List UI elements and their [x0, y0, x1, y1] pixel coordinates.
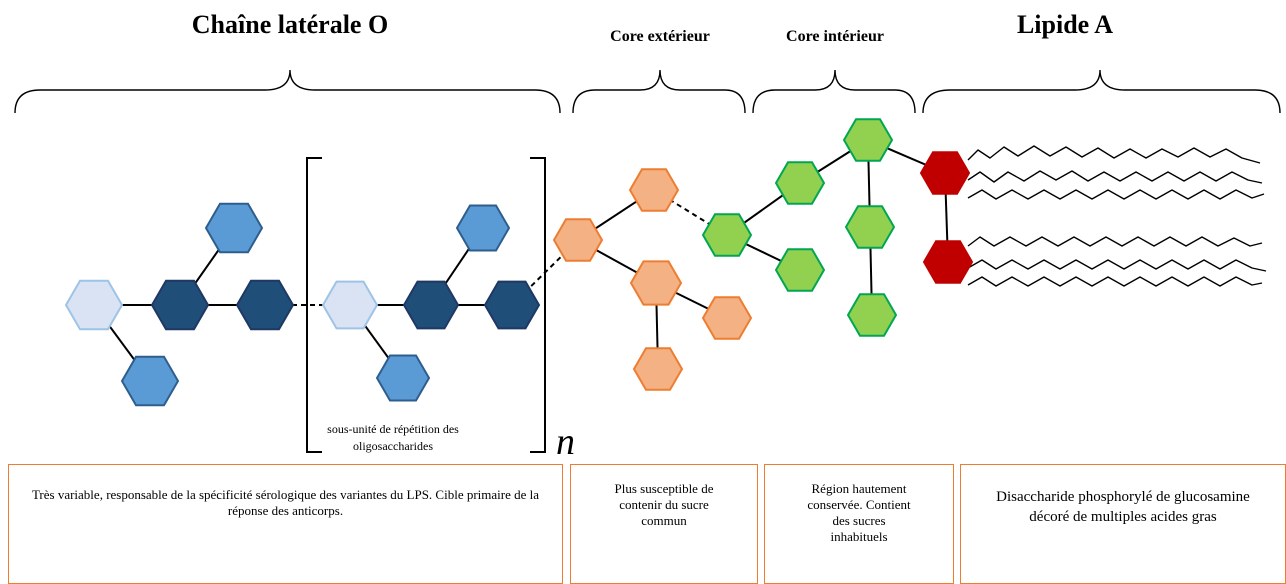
orange-sugar	[552, 218, 604, 262]
orange-sugar	[701, 296, 753, 340]
description-text: Plus susceptible de contenir du sucre co…	[614, 481, 714, 528]
orange-sugar	[632, 347, 684, 391]
blue-sugar	[375, 354, 431, 402]
blue-sugar	[120, 355, 180, 407]
dark-blue-sugar	[483, 280, 541, 330]
dark-blue-sugar	[402, 280, 460, 330]
fatty-acid-chain	[967, 236, 1263, 247]
orange-sugar	[629, 260, 683, 306]
green-sugar	[846, 293, 898, 337]
orange-sugar	[628, 168, 680, 212]
fatty-acid-chain	[967, 170, 1263, 184]
section-braces	[14, 69, 1281, 114]
dashed-bonds	[265, 189, 728, 306]
red-sugar	[922, 240, 974, 284]
fatty-acid-chain	[967, 276, 1263, 287]
title-o-side-chain: Chaîne latérale O	[191, 10, 389, 39]
repeat-unit-label: sous-unité de répétition des oligosaccha…	[327, 422, 459, 453]
fatty-acid-chains	[967, 145, 1267, 287]
brace-core-inner	[752, 69, 916, 114]
fatty-acid-chain	[967, 189, 1265, 200]
description-o-side-chain: Très variable, responsable de la spécifi…	[8, 464, 563, 584]
sugar-residues	[64, 118, 974, 407]
red-sugar	[919, 151, 971, 195]
dark-blue-sugar	[150, 279, 210, 331]
title-lipid-a: Lipide A	[1016, 10, 1114, 39]
dark-blue-sugar	[235, 279, 295, 331]
blue-sugar	[204, 202, 264, 254]
description-core-inner: Région hautement conservée. Contient des…	[764, 464, 954, 584]
brace-o-side-chain	[14, 69, 561, 114]
blue-sugar	[455, 204, 511, 252]
green-sugar	[774, 161, 826, 205]
green-sugar	[844, 205, 896, 249]
brace-lipid-a	[922, 69, 1281, 114]
description-lipid-a: Disaccharide phosphorylé de glucosamine …	[960, 464, 1286, 584]
description-text: Très variable, responsable de la spécifi…	[31, 487, 540, 518]
left-bracket	[306, 157, 322, 453]
repeat-count-symbol: n	[556, 421, 575, 463]
title-core-inner: Core intérieur	[786, 28, 884, 45]
right-bracket	[530, 157, 546, 453]
fatty-acid-chain	[967, 259, 1267, 272]
description-text: Disaccharide phosphorylé de glucosamine …	[996, 489, 1250, 525]
title-core-outer: Core extérieur	[610, 28, 710, 45]
description-core-outer: Plus susceptible de contenir du sucre co…	[570, 464, 758, 584]
pale-blue-sugar	[64, 279, 124, 331]
green-sugar	[774, 248, 826, 292]
pale-blue-sugar	[321, 280, 379, 330]
green-sugar	[701, 213, 753, 257]
description-text: Région hautement conservée. Contient des…	[807, 481, 911, 544]
green-sugar	[842, 118, 894, 162]
fatty-acid-chain	[967, 145, 1261, 164]
repeat-brackets	[306, 157, 546, 453]
brace-core-outer	[572, 69, 746, 114]
